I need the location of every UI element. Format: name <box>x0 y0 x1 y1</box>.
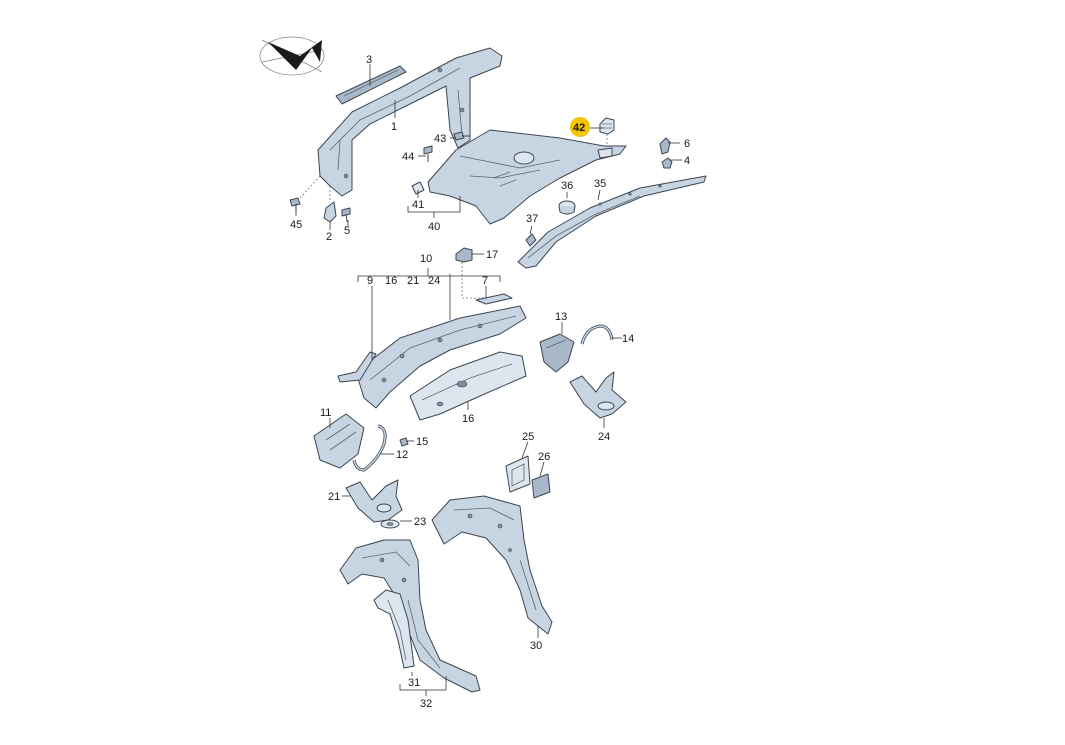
callout-36: 36 <box>561 180 573 192</box>
part-4-grommet <box>661 157 673 169</box>
callout-24-header: 24 <box>428 275 440 287</box>
callout-16-header: 16 <box>385 275 397 287</box>
part-7-bracket <box>475 293 513 305</box>
leader-lines <box>295 64 682 676</box>
callout-42: 42 <box>573 122 585 134</box>
callout-4: 4 <box>684 155 690 167</box>
part-44-screw <box>423 145 433 162</box>
part-17-bracket <box>455 247 473 263</box>
callout-9: 9 <box>367 275 373 287</box>
callout-3: 3 <box>366 54 372 66</box>
part-35-window-strip <box>517 175 707 269</box>
callout-37: 37 <box>526 213 538 225</box>
callout-40: 40 <box>428 221 440 233</box>
callout-21: 21 <box>328 491 340 503</box>
callout-10: 10 <box>420 253 432 265</box>
callout-31: 31 <box>408 677 420 689</box>
part-1-upper-frame <box>317 47 503 197</box>
part-14-seal <box>580 324 614 345</box>
callout-17: 17 <box>486 249 498 261</box>
callout-13: 13 <box>555 311 567 323</box>
part-41-clip <box>411 181 425 195</box>
callout-21-header: 21 <box>407 275 419 287</box>
callout-45: 45 <box>290 219 302 231</box>
part-40-rear-shelf <box>427 129 627 225</box>
highlight-marker <box>570 117 590 137</box>
callout-15: 15 <box>416 436 428 448</box>
part-3-trim-strip <box>335 65 407 105</box>
callout-25: 25 <box>522 431 534 443</box>
part-32-wheel-housing <box>339 539 481 693</box>
brace-32 <box>399 676 447 696</box>
callout-12: 12 <box>396 449 408 461</box>
callout-43: 43 <box>434 133 446 145</box>
part-45-bolt <box>289 197 301 212</box>
part-5-screw <box>341 207 351 223</box>
part-21-bracket <box>345 479 403 523</box>
part-9-bracket <box>337 351 377 383</box>
callout-labels: 1 2 3 4 5 6 7 9 10 11 12 13 14 15 16 16 … <box>290 54 690 710</box>
part-42-clip <box>599 117 615 146</box>
callout-16: 16 <box>462 413 474 425</box>
callout-1: 1 <box>391 121 397 133</box>
callout-11: 11 <box>320 407 331 419</box>
part-12-seal <box>352 424 387 472</box>
callout-7: 7 <box>482 275 488 287</box>
callout-14: 14 <box>622 333 634 345</box>
callout-30: 30 <box>530 640 542 652</box>
part-37-clip <box>525 233 537 247</box>
callout-24: 24 <box>598 431 610 443</box>
part-6-clip <box>659 137 671 155</box>
callout-6: 6 <box>684 138 690 150</box>
callout-41: 41 <box>412 199 424 211</box>
part-15-screw <box>399 437 409 447</box>
callout-26: 26 <box>538 451 550 463</box>
part-36-cap <box>558 200 576 215</box>
part-13-bracket <box>539 333 575 373</box>
car-orientation-icon <box>259 36 325 76</box>
brace-40 <box>407 196 461 218</box>
callout-23: 23 <box>414 516 426 528</box>
callout-2: 2 <box>326 231 332 243</box>
callout-35: 35 <box>594 178 606 190</box>
part-25-plate <box>505 455 531 493</box>
brace-10 <box>357 268 501 282</box>
part-24-bracket <box>569 371 627 419</box>
part-16-inner-panel <box>409 351 527 421</box>
part-23-washer <box>380 519 400 529</box>
callout-44: 44 <box>402 151 414 163</box>
part-30-wheel-housing <box>431 495 553 635</box>
callout-32: 32 <box>420 698 432 710</box>
part-10-cross-member <box>355 305 527 409</box>
part-31-wheel-arch <box>373 589 415 669</box>
callout-5: 5 <box>344 225 350 237</box>
part-26-plate <box>531 473 551 499</box>
part-2-bracket <box>323 201 337 223</box>
part-11-plate <box>313 413 365 469</box>
